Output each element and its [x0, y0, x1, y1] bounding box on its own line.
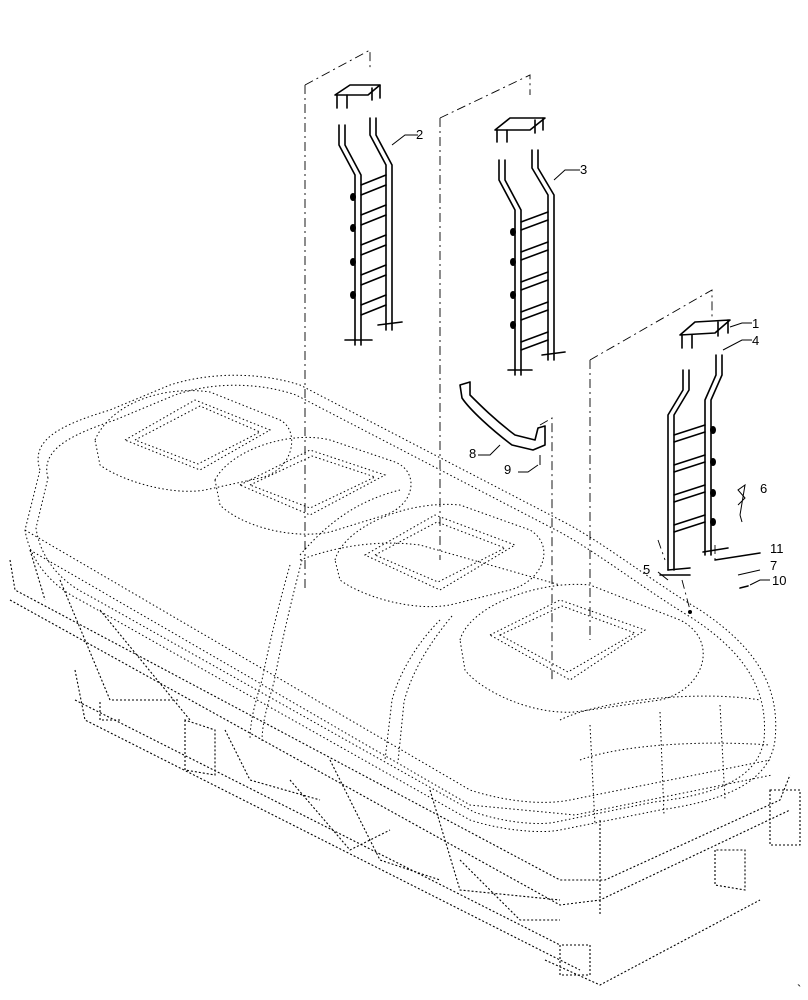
- callout-11: 11: [770, 541, 784, 556]
- callout-7: 7: [770, 558, 777, 573]
- callout-8: 8: [469, 446, 476, 461]
- alignment-lines: [304, 49, 716, 680]
- ladder-item-2: [334, 84, 418, 346]
- tank-hatch-2: [214, 436, 412, 535]
- callout-6: 6: [760, 481, 767, 496]
- tank-hatch-4: [459, 583, 704, 713]
- bracket-item-8: [459, 381, 546, 473]
- hardware-items: [657, 483, 770, 614]
- callout-2: 2: [416, 127, 423, 142]
- ladder-item-3: [494, 117, 580, 376]
- callout-5: 5: [643, 562, 650, 577]
- frame-assembly: [9, 549, 801, 986]
- callout-10: 10: [772, 573, 786, 588]
- callout-9: 9: [504, 462, 511, 477]
- tank-hatch-1: [94, 390, 293, 492]
- tank-assembly: [24, 374, 777, 832]
- callout-labels: 1 2 3 4 5 6 7 8 9 10 11 `: [416, 127, 801, 997]
- callout-1: 1: [752, 316, 759, 331]
- callout-3: 3: [580, 162, 587, 177]
- callout-4: 4: [752, 333, 759, 348]
- corner-mark: `: [797, 982, 801, 997]
- ladder-item-4: [659, 319, 752, 576]
- tank-hatch-3: [334, 503, 545, 608]
